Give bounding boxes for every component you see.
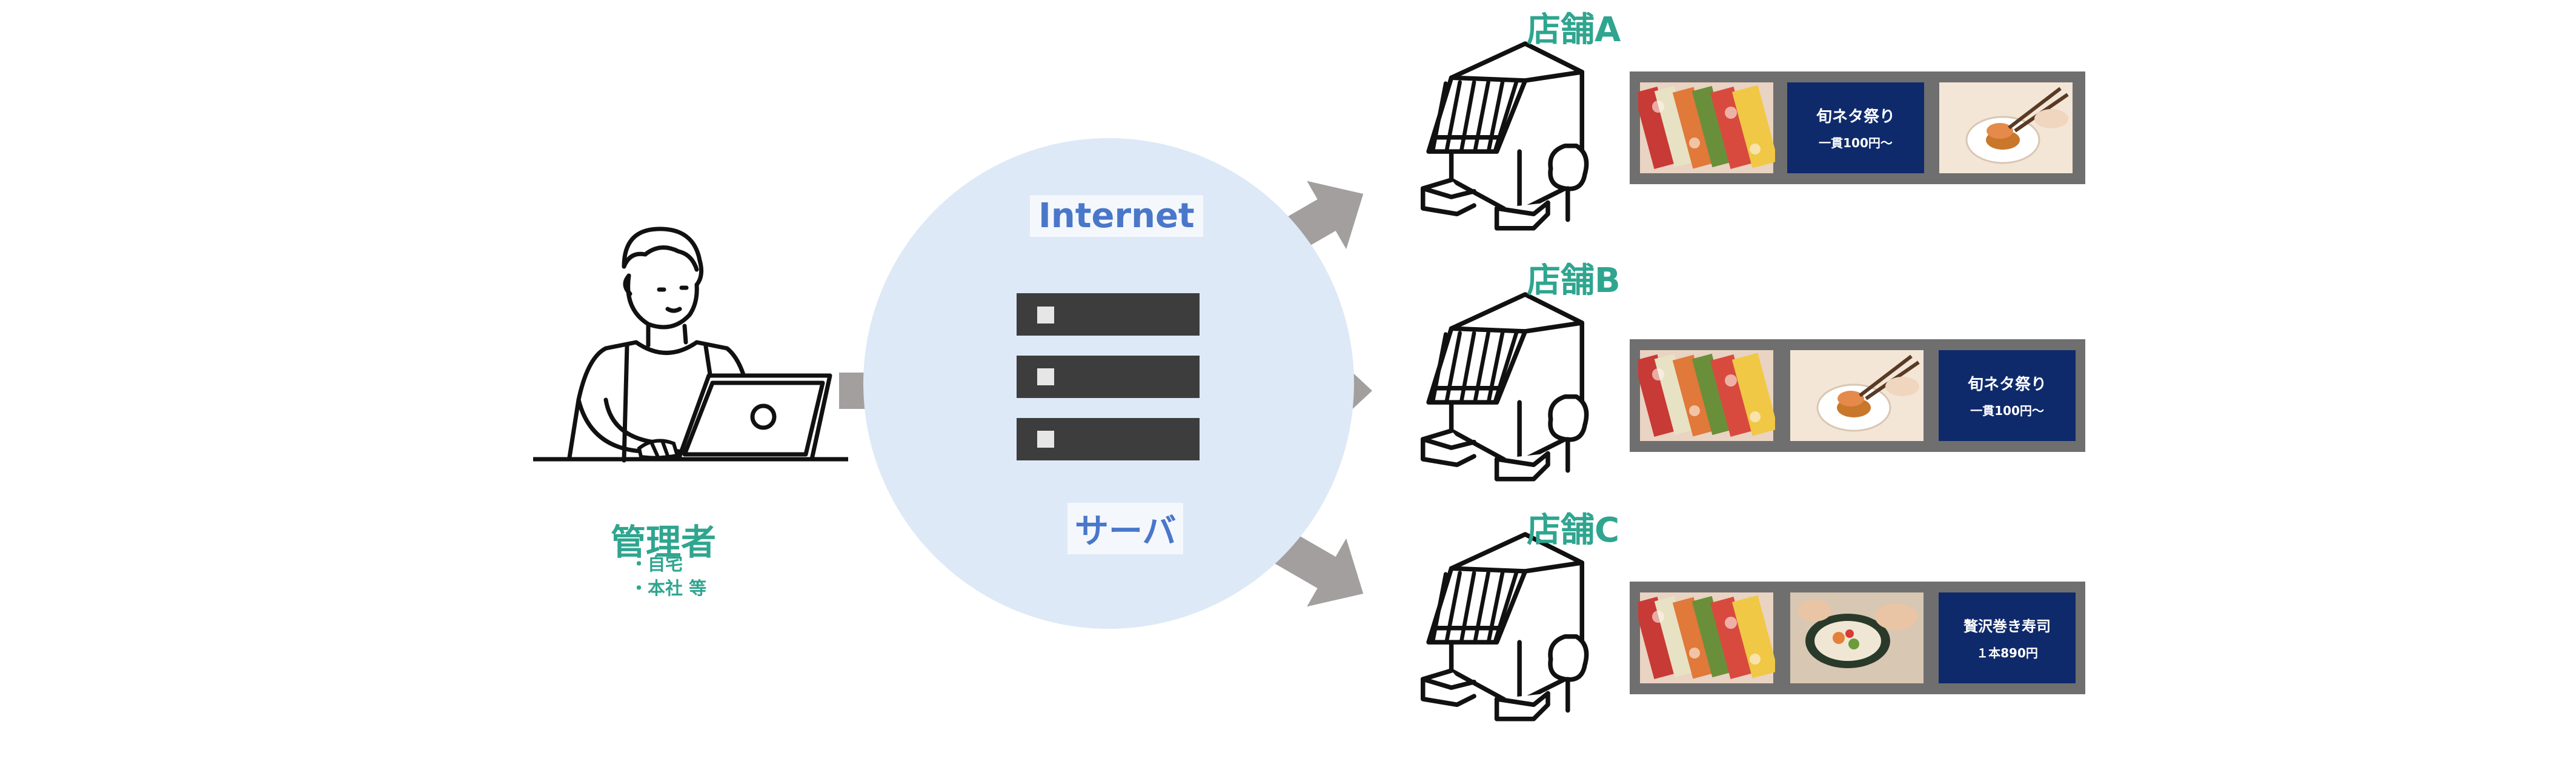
store-b-sign-line2: 一貫100円～ — [1970, 403, 2044, 418]
store-a-signage: 旬ネタ祭り 一貫100円～ — [1630, 71, 2085, 184]
sushi-platter-image — [1638, 592, 1775, 683]
admin-location-office: ・本社 等 — [630, 578, 707, 599]
sushi-roll-image — [1788, 592, 1925, 683]
store-c-sign-line1: 贅沢巻き寿司 — [1964, 618, 2051, 635]
store-c-promo-sign: 贅沢巻き寿司 １本890円 — [1939, 592, 2076, 683]
store-b-promo-sign: 旬ネタ祭り 一貫100円～ — [1939, 350, 2076, 441]
store-a-promo-sign: 旬ネタ祭り 一貫100円～ — [1787, 82, 1924, 173]
store-a-sign-line1: 旬ネタ祭り — [1816, 108, 1895, 126]
store-b-sign-line1: 旬ネタ祭り — [1967, 376, 2047, 394]
admin-location-home: ・自宅 — [630, 554, 683, 574]
store-b-signage: 旬ネタ祭り 一貫100円～ — [1630, 339, 2085, 452]
sushi-platter-image — [1638, 82, 1775, 173]
store-a-icon — [1412, 38, 1593, 231]
internet-label: Internet — [1030, 195, 1203, 237]
server-icon — [1017, 293, 1200, 460]
store-c-label: 店舗C — [1527, 511, 1620, 550]
sushi-dipping-image — [1788, 350, 1925, 441]
store-c-icon — [1412, 528, 1593, 722]
store-a-label: 店舗A — [1527, 10, 1621, 50]
server-label: サーバ — [1067, 503, 1184, 554]
sushi-platter-image — [1638, 350, 1775, 441]
store-b-icon — [1412, 288, 1593, 482]
admin-person-illustration — [533, 227, 848, 463]
store-a-sign-line2: 一貫100円～ — [1819, 136, 1893, 150]
store-c-signage: 贅沢巻き寿司 １本890円 — [1630, 582, 2085, 694]
store-b-label: 店舗B — [1527, 261, 1621, 300]
sushi-dipping-image — [1937, 82, 2074, 173]
store-c-sign-line2: １本890円 — [1976, 646, 2038, 660]
admin-label: 管理者 — [611, 522, 717, 563]
